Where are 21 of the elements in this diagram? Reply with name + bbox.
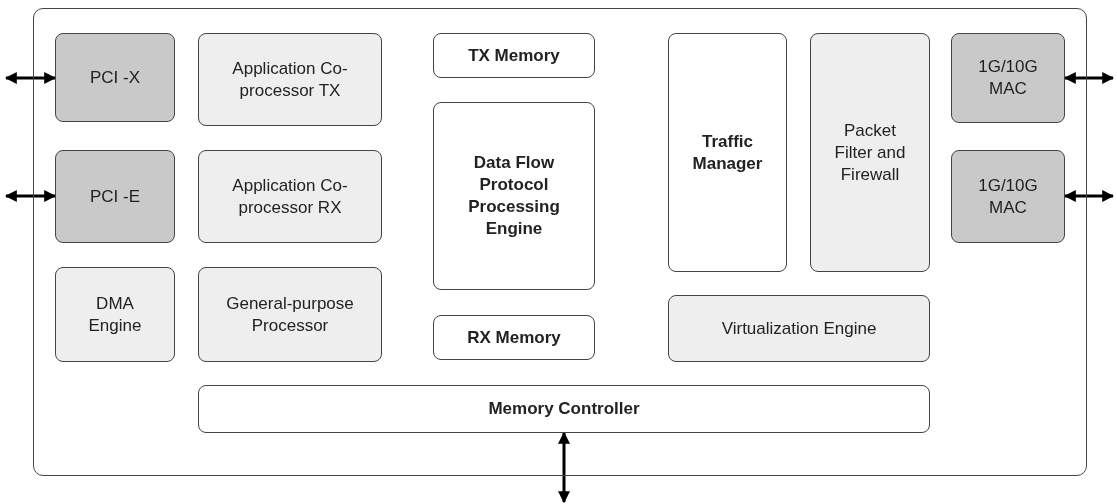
component-block: Memory Controller bbox=[198, 385, 930, 433]
component-block: Application Co-processor RX bbox=[198, 150, 382, 243]
component-block: PCI -X bbox=[55, 33, 175, 122]
component-block: General-purpose Processor bbox=[198, 267, 382, 362]
component-block: PCI -E bbox=[55, 150, 175, 243]
component-block: TX Memory bbox=[433, 33, 595, 78]
double-arrow bbox=[4, 190, 57, 202]
component-block: 1G/10G MAC bbox=[951, 33, 1065, 123]
double-arrow bbox=[4, 72, 57, 84]
component-block: RX Memory bbox=[433, 315, 595, 360]
component-block: Virtualization Engine bbox=[668, 295, 930, 362]
component-block: Application Co-processor TX bbox=[198, 33, 382, 126]
component-block: Packet Filter and Firewall bbox=[810, 33, 930, 272]
double-arrow bbox=[1063, 190, 1115, 202]
component-block: DMA Engine bbox=[55, 267, 175, 362]
chip-outline bbox=[33, 8, 1087, 476]
component-block: 1G/10G MAC bbox=[951, 150, 1065, 243]
component-block: Data Flow Protocol Processing Engine bbox=[433, 102, 595, 290]
double-arrow bbox=[558, 431, 570, 504]
double-arrow bbox=[1063, 72, 1115, 84]
component-block: Traffic Manager bbox=[668, 33, 787, 272]
